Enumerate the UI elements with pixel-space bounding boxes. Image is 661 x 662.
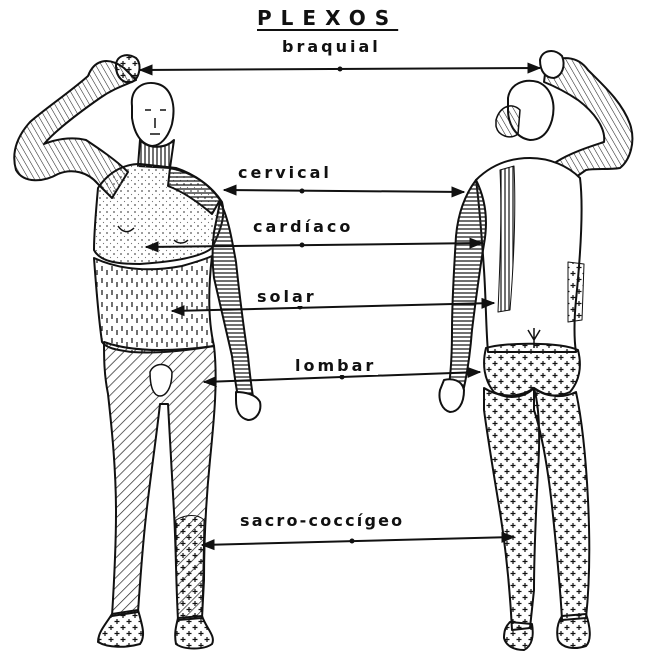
front-feet xyxy=(98,610,213,649)
back-figure xyxy=(439,51,632,650)
front-fist xyxy=(116,55,139,82)
front-head xyxy=(132,83,174,146)
front-abdomen xyxy=(94,256,214,353)
back-legs xyxy=(484,388,589,630)
label-cervical: cervical xyxy=(236,163,334,182)
back-fist xyxy=(540,51,564,78)
back-hanging-arm xyxy=(448,180,486,396)
front-chest xyxy=(94,164,223,264)
front-hand xyxy=(236,392,260,420)
diagram-title: PLEXOS xyxy=(255,6,400,30)
back-torso xyxy=(476,158,582,352)
front-figure xyxy=(14,55,260,648)
cervical-pointer xyxy=(224,190,464,192)
label-sacro-coccigeo: sacro-coccígeo xyxy=(238,511,406,530)
sacro-pointer xyxy=(202,537,514,545)
label-solar: solar xyxy=(255,287,319,306)
label-braquial: braquial xyxy=(280,37,383,56)
front-hanging-arm xyxy=(213,202,255,406)
label-lombar: lombar xyxy=(293,356,378,375)
label-cardiaco: cardíaco xyxy=(251,217,355,236)
